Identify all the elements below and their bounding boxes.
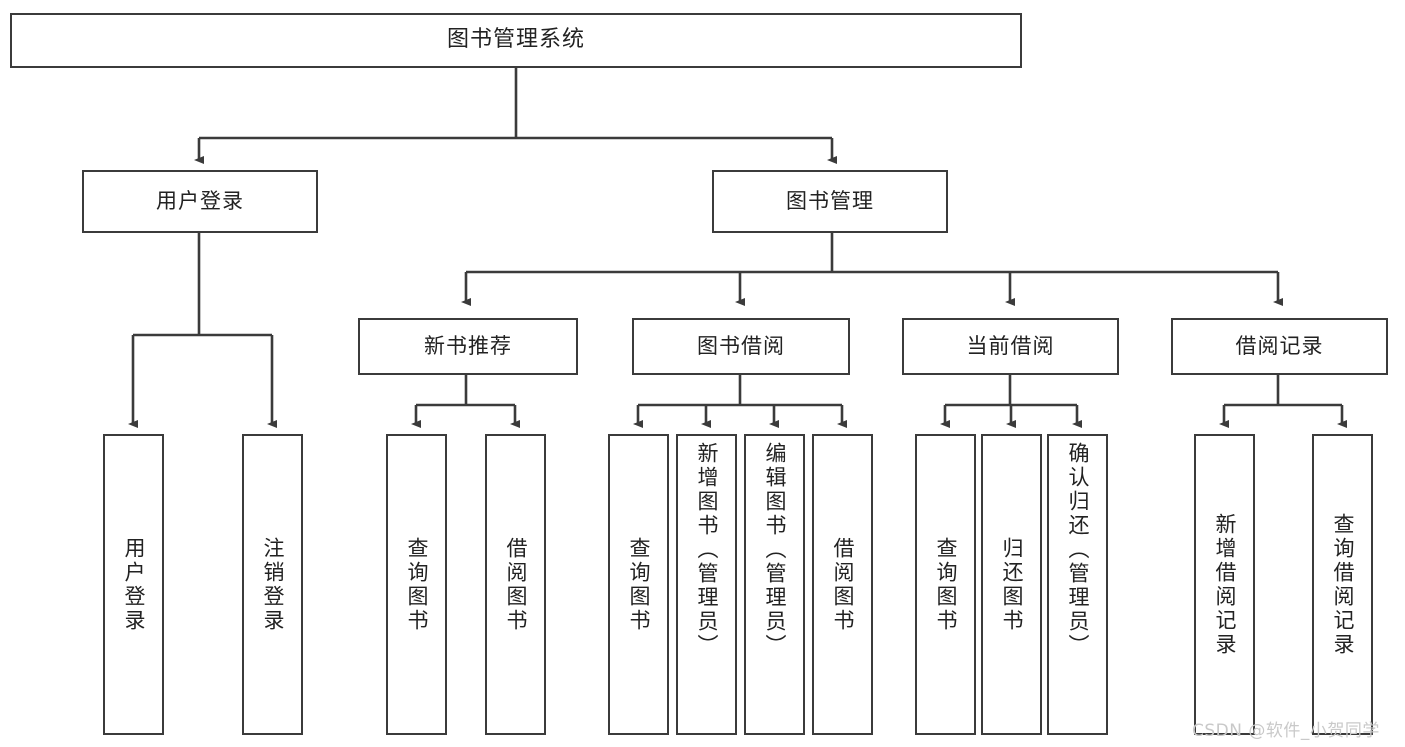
node-book-borrow[interactable]: 图书借阅 [632,318,850,375]
leaf-borrow-add-book-admin[interactable]: 新增图书（管理员） [676,434,737,735]
leaf-recommend-borrow-book[interactable]: 借阅图书 [485,434,546,735]
node-label: 归还图书 [1000,536,1024,633]
leaf-current-confirm-return-admin[interactable]: 确认归还（管理员） [1047,434,1108,735]
node-user-login[interactable]: 用户登录 [82,170,318,233]
node-label: 编辑图书（管理员） [763,442,787,658]
node-label: 查询图书 [405,536,429,633]
watermark: CSDN @软件_小贺同学 [1192,721,1380,741]
node-label: 图书管理系统 [446,27,585,53]
leaf-record-query-record[interactable]: 查询借阅记录 [1312,434,1373,735]
node-label: 借阅图书 [831,536,855,633]
leaf-borrow-query-book[interactable]: 查询图书 [608,434,669,735]
node-label: 图书管理 [786,188,874,213]
node-label: 查询图书 [934,536,958,633]
node-label: 查询借阅记录 [1331,512,1355,657]
leaf-record-add-record[interactable]: 新增借阅记录 [1194,434,1255,735]
node-label: 借阅记录 [1235,333,1324,358]
leaf-user-login-logout[interactable]: 注销登录 [242,434,303,735]
node-label: 新书推荐 [424,333,512,358]
leaf-user-login-login[interactable]: 用户登录 [103,434,164,735]
node-label: 用户登录 [156,188,244,213]
node-label: 查询图书 [627,536,651,633]
leaf-borrow-borrow-book[interactable]: 借阅图书 [812,434,873,735]
node-label: 借阅图书 [504,536,528,633]
node-label: 确认归还（管理员） [1066,442,1090,658]
node-root-system[interactable]: 图书管理系统 [10,13,1022,68]
leaf-borrow-edit-book-admin[interactable]: 编辑图书（管理员） [744,434,805,735]
node-book-management[interactable]: 图书管理 [712,170,948,233]
node-label: 当前借阅 [966,333,1055,358]
leaf-recommend-query-book[interactable]: 查询图书 [386,434,447,735]
leaf-current-query-book[interactable]: 查询图书 [915,434,976,735]
node-label: 新增借阅记录 [1213,512,1237,657]
node-label: 注销登录 [261,536,285,633]
node-borrow-record[interactable]: 借阅记录 [1171,318,1388,375]
leaf-current-return-book[interactable]: 归还图书 [981,434,1042,735]
node-label: 用户登录 [122,536,146,633]
node-label: 图书借阅 [697,333,785,358]
node-new-book-recommend[interactable]: 新书推荐 [358,318,578,375]
node-label: 新增图书（管理员） [695,442,719,658]
node-current-borrow[interactable]: 当前借阅 [902,318,1119,375]
